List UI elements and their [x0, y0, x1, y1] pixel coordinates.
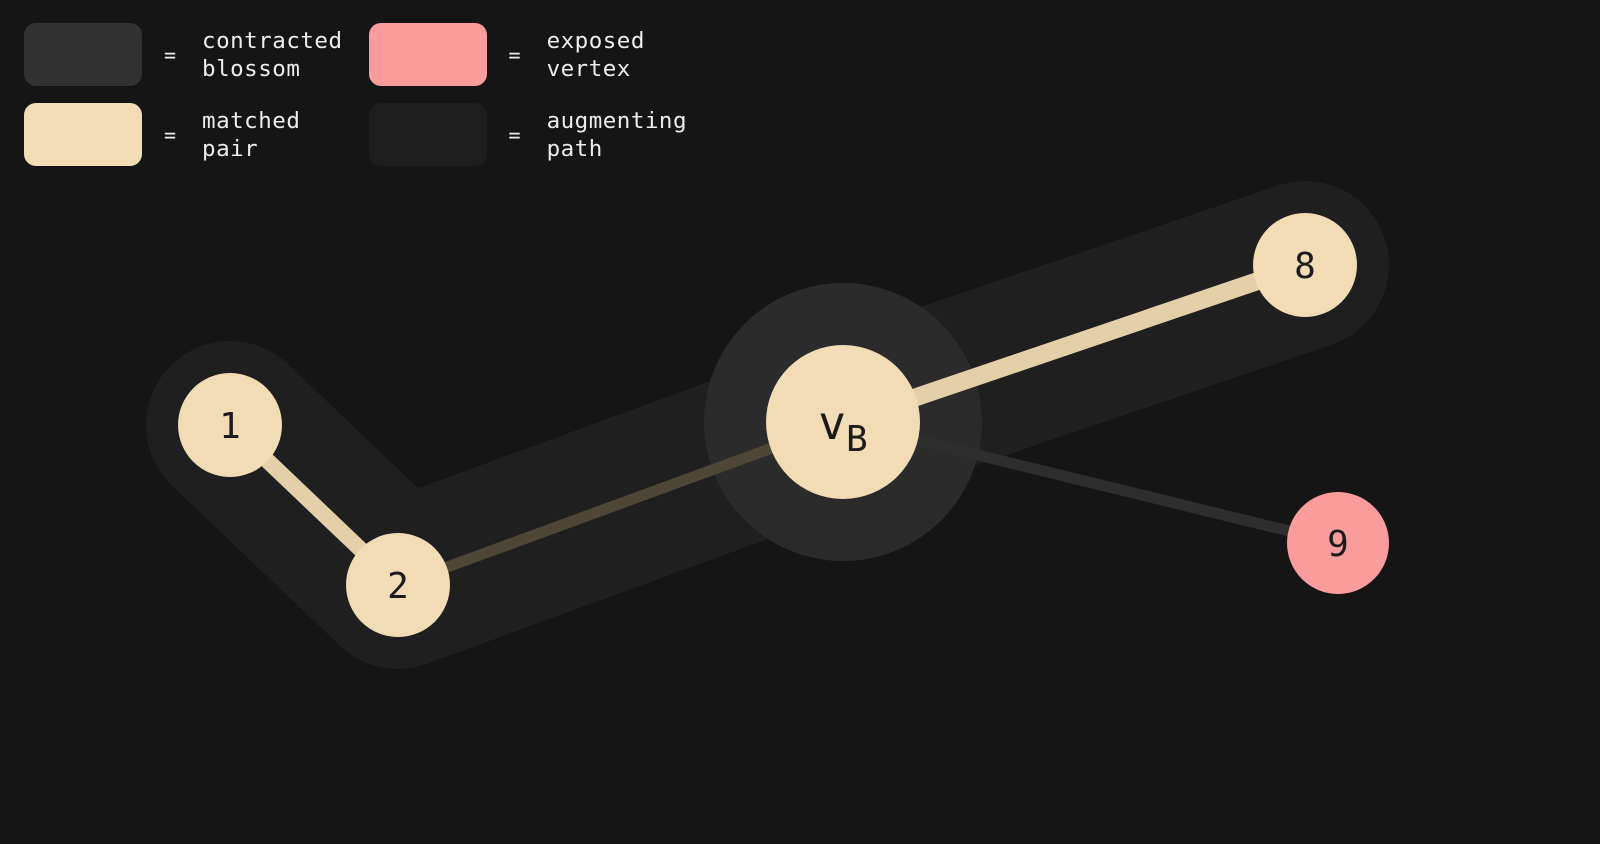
- legend-label-line: exposed: [546, 27, 645, 54]
- edge-vB-8-matched: [834, 256, 1314, 431]
- node-vB: vB: [766, 345, 920, 499]
- edge-vB-9-unmatched: [837, 416, 1344, 549]
- node-circle-2: [346, 533, 450, 637]
- node-label-8: 8: [1294, 246, 1316, 287]
- node-label-subscript: B: [846, 419, 868, 460]
- legend-equals-sign: =: [164, 42, 177, 67]
- node-label-9: 9: [1327, 524, 1349, 565]
- node-8: 8: [1253, 213, 1357, 317]
- legend-label-line: pair: [202, 135, 259, 162]
- legend-label-line: vertex: [546, 55, 631, 82]
- node-circle-1: [178, 373, 282, 477]
- legend-label-line: contracted: [202, 27, 343, 54]
- legend-swatch-exposed-vertex: [368, 23, 487, 86]
- legend-equals-sign: =: [508, 122, 521, 147]
- legend-label-line: matched: [202, 107, 301, 134]
- node-9: 9: [1287, 492, 1389, 594]
- legend-equals-sign: =: [164, 122, 177, 147]
- node-label-2: 2: [387, 566, 409, 607]
- node-circle-8: [1253, 213, 1357, 317]
- legend-swatch-augmenting-path: [368, 103, 487, 166]
- node-label-vB: vB: [818, 396, 867, 460]
- edge-2-vB-augmenting-dim: [392, 416, 849, 591]
- legend-label-line: augmenting: [546, 107, 688, 134]
- node-1: 1: [178, 373, 282, 477]
- node-circle-vB: [766, 345, 920, 499]
- legend-label-line: path: [546, 135, 603, 162]
- legend-equals-sign: =: [508, 42, 521, 67]
- legend-swatch-contracted-blossom: [24, 23, 142, 86]
- legend-swatch-matched-pair: [24, 103, 142, 166]
- legend-label-line: blossom: [202, 55, 301, 82]
- node-label-1: 1: [219, 406, 241, 447]
- node-circle-9: [1287, 492, 1389, 594]
- node-2: 2: [346, 533, 450, 637]
